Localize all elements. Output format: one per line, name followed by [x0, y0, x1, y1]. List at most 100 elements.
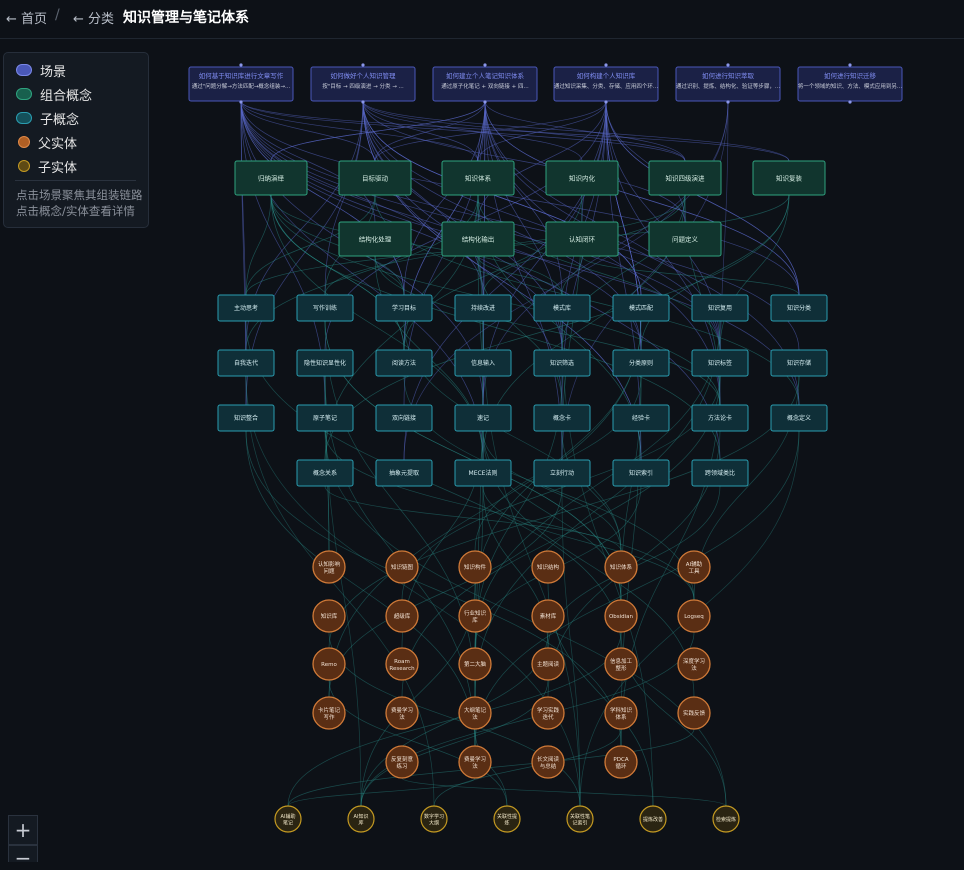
parent-entity-circle[interactable]	[604, 696, 638, 730]
sub-concept-node[interactable]: 自我迭代	[217, 349, 275, 377]
parent-entity-circle[interactable]	[604, 647, 638, 681]
sub-concept-node[interactable]: 模式库	[533, 294, 591, 322]
child-entity-node[interactable]: 检索提炼	[712, 805, 740, 833]
sub-concept-box[interactable]	[217, 349, 275, 377]
sub-concept-box[interactable]	[296, 349, 354, 377]
sub-concept-node[interactable]: 双向链接	[375, 404, 433, 432]
scene-node[interactable]: 如何基于知识库进行文章写作通过"问题分解→方法匹配→概念组装→...	[188, 63, 294, 104]
sub-concept-node[interactable]: 方法论卡	[691, 404, 749, 432]
combo-node[interactable]: 认知闭环	[545, 221, 619, 257]
sub-concept-node[interactable]: 知识索引	[612, 459, 670, 487]
sub-concept-box[interactable]	[217, 404, 275, 432]
sub-concept-node[interactable]: 阅读方法	[375, 349, 433, 377]
child-entity-circle[interactable]	[639, 805, 667, 833]
parent-entity-circle[interactable]	[312, 647, 346, 681]
parent-entity-circle[interactable]	[312, 696, 346, 730]
combo-box[interactable]	[338, 221, 412, 257]
sub-concept-box[interactable]	[533, 459, 591, 487]
sub-concept-node[interactable]: 持续改进	[454, 294, 512, 322]
sub-concept-node[interactable]: 模式匹配	[612, 294, 670, 322]
combo-node[interactable]: 结构化处理	[338, 221, 412, 257]
sub-concept-node[interactable]: 知识分类	[770, 294, 828, 322]
parent-entity-circle[interactable]	[677, 599, 711, 633]
sub-concept-node[interactable]: 知识复用	[691, 294, 749, 322]
sub-concept-node[interactable]: 分类原则	[612, 349, 670, 377]
combo-node[interactable]: 结构化输出	[441, 221, 515, 257]
combo-box[interactable]	[441, 221, 515, 257]
sub-concept-box[interactable]	[533, 294, 591, 322]
sub-concept-box[interactable]	[454, 349, 512, 377]
parent-entity-circle[interactable]	[458, 599, 492, 633]
parent-entity-node[interactable]: 知识库	[312, 599, 346, 633]
parent-entity-node[interactable]: Logseq	[677, 599, 711, 633]
sub-concept-box[interactable]	[691, 459, 749, 487]
parent-entity-circle[interactable]	[531, 599, 565, 633]
sub-concept-node[interactable]: 概念关系	[296, 459, 354, 487]
parent-entity-circle[interactable]	[458, 696, 492, 730]
sub-concept-box[interactable]	[612, 404, 670, 432]
sub-concept-box[interactable]	[691, 404, 749, 432]
parent-entity-node[interactable]: Obsidian	[604, 599, 638, 633]
combo-node[interactable]: 知识内化	[545, 160, 619, 196]
sub-concept-box[interactable]	[770, 294, 828, 322]
combo-node[interactable]: 目标驱动	[338, 160, 412, 196]
parent-entity-node[interactable]: 素材库	[531, 599, 565, 633]
sub-concept-box[interactable]	[691, 349, 749, 377]
child-entity-circle[interactable]	[712, 805, 740, 833]
sub-concept-node[interactable]: 信息输入	[454, 349, 512, 377]
child-entity-circle[interactable]	[274, 805, 302, 833]
sub-concept-box[interactable]	[454, 459, 512, 487]
combo-box[interactable]	[441, 160, 515, 196]
scene-node[interactable]: 如何进行知识迁移将一个领域的知识、方法、模式应用到另...	[797, 63, 903, 104]
sub-concept-box[interactable]	[691, 294, 749, 322]
sub-concept-node[interactable]: 概念卡	[533, 404, 591, 432]
sub-concept-node[interactable]: 知识标签	[691, 349, 749, 377]
combo-node[interactable]: 归纳演绎	[234, 160, 308, 196]
combo-node[interactable]: 知识复装	[752, 160, 826, 196]
parent-entity-circle[interactable]	[385, 745, 419, 779]
combo-node[interactable]: 知识四级演进	[648, 160, 722, 196]
combo-node[interactable]: 问题定义	[648, 221, 722, 257]
scene-node[interactable]: 如何构建个人知识库通过知识采集、分类、存储、应用四个环...	[553, 63, 659, 104]
parent-entity-circle[interactable]	[677, 696, 711, 730]
combo-box[interactable]	[648, 160, 722, 196]
parent-entity-node[interactable]: 超级库	[385, 599, 419, 633]
sub-concept-box[interactable]	[375, 294, 433, 322]
home-link[interactable]: ← 首页	[6, 12, 48, 27]
child-entity-circle[interactable]	[347, 805, 375, 833]
parent-entity-node[interactable]: Remo	[312, 647, 346, 681]
parent-entity-circle[interactable]	[385, 550, 419, 584]
parent-entity-node[interactable]: 主题阅读	[531, 647, 565, 681]
child-entity-circle[interactable]	[493, 805, 521, 833]
sub-concept-node[interactable]: MECE法则	[454, 459, 512, 487]
sub-concept-node[interactable]: 抽象元提取	[375, 459, 433, 487]
combo-box[interactable]	[648, 221, 722, 257]
sub-concept-node[interactable]: 原子笔记	[296, 404, 354, 432]
sub-concept-box[interactable]	[612, 349, 670, 377]
sub-concept-box[interactable]	[770, 404, 828, 432]
combo-node[interactable]: 知识体系	[441, 160, 515, 196]
parent-entity-circle[interactable]	[531, 550, 565, 584]
combo-box[interactable]	[338, 160, 412, 196]
child-entity-circle[interactable]	[420, 805, 448, 833]
parent-entity-node[interactable]: 知识体系	[604, 550, 638, 584]
parent-entity-circle[interactable]	[531, 745, 565, 779]
parent-entity-circle[interactable]	[604, 745, 638, 779]
parent-entity-node[interactable]: 知识结构	[531, 550, 565, 584]
sub-concept-node[interactable]: 学习目标	[375, 294, 433, 322]
zoom-in-button[interactable]: +	[8, 815, 38, 845]
sub-concept-node[interactable]: 知识筛选	[533, 349, 591, 377]
